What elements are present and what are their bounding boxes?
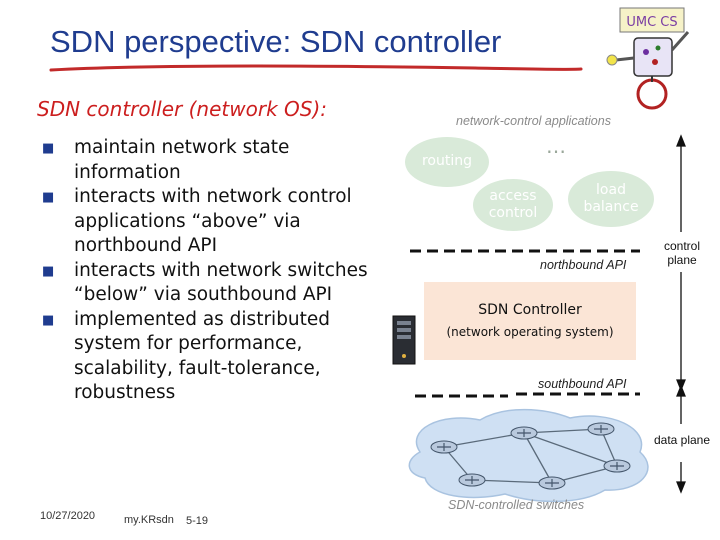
subtitle: SDN controller (network OS):	[37, 97, 327, 121]
controller-subtitle: (network operating system)	[446, 325, 614, 339]
sdn-controller-box	[424, 282, 636, 360]
switches-label: SDN-controlled switches	[448, 498, 585, 512]
slide-title: SDN perspective: SDN controller	[50, 24, 502, 59]
footer-page-number: 5-19	[186, 515, 209, 527]
control-plane-label: control plane	[663, 239, 701, 267]
switch-icon	[538, 476, 566, 490]
bullet-item: ■ maintain network state information	[40, 136, 385, 185]
bullet-item: ■ interacts with network switches “below”…	[40, 259, 385, 308]
apps-header: network-control applications	[456, 114, 611, 128]
access-control-app-label: access control	[488, 188, 538, 221]
southbound-api-label: southbound API	[538, 377, 627, 391]
load-balance-app-bubble	[568, 171, 654, 227]
more-apps-ellipsis: …	[546, 134, 566, 158]
bullet-marker-icon: ■	[42, 263, 55, 279]
footer-credit: my.KRsdn	[124, 514, 174, 526]
footer-date: 10/27/2020	[40, 510, 96, 522]
bullet-text: interacts with network control applicati…	[74, 186, 352, 256]
controller-title: SDN Controller	[478, 302, 582, 318]
load-balance-app-label: load balance	[583, 182, 639, 215]
logo-text: UMC CS	[626, 15, 677, 30]
bullet-marker-icon: ■	[42, 190, 55, 205]
title-underline	[49, 64, 583, 72]
routing-app-label: routing	[421, 153, 473, 169]
bullet-list: ■ maintain network state information ■ int…	[40, 136, 385, 406]
bullet-marker-icon: ■	[42, 312, 55, 328]
bullet-item: ■ interacts with network control applicat…	[40, 185, 385, 259]
bullet-item: ■ implemented as distributed system for p…	[40, 308, 385, 406]
bullet-text: maintain network state information	[74, 137, 290, 183]
bullet-marker-icon: ■	[42, 141, 55, 156]
switch-icon	[510, 426, 538, 440]
umass-logo-icon: UMC CS	[606, 7, 690, 110]
access-control-app-bubble	[473, 179, 553, 231]
northbound-api-label: northbound API	[540, 258, 627, 272]
bullet-text: interacts with network switches “below” …	[74, 259, 368, 306]
data-plane-label: data plane	[653, 433, 711, 447]
switch-icon	[458, 473, 486, 487]
switch-icon	[430, 440, 458, 454]
server-icon	[392, 315, 416, 365]
bullet-text: implemented as distributed system for pe…	[74, 308, 331, 404]
routing-app-bubble	[405, 137, 489, 187]
switch-icon	[603, 459, 631, 473]
switch-icon	[587, 422, 615, 436]
